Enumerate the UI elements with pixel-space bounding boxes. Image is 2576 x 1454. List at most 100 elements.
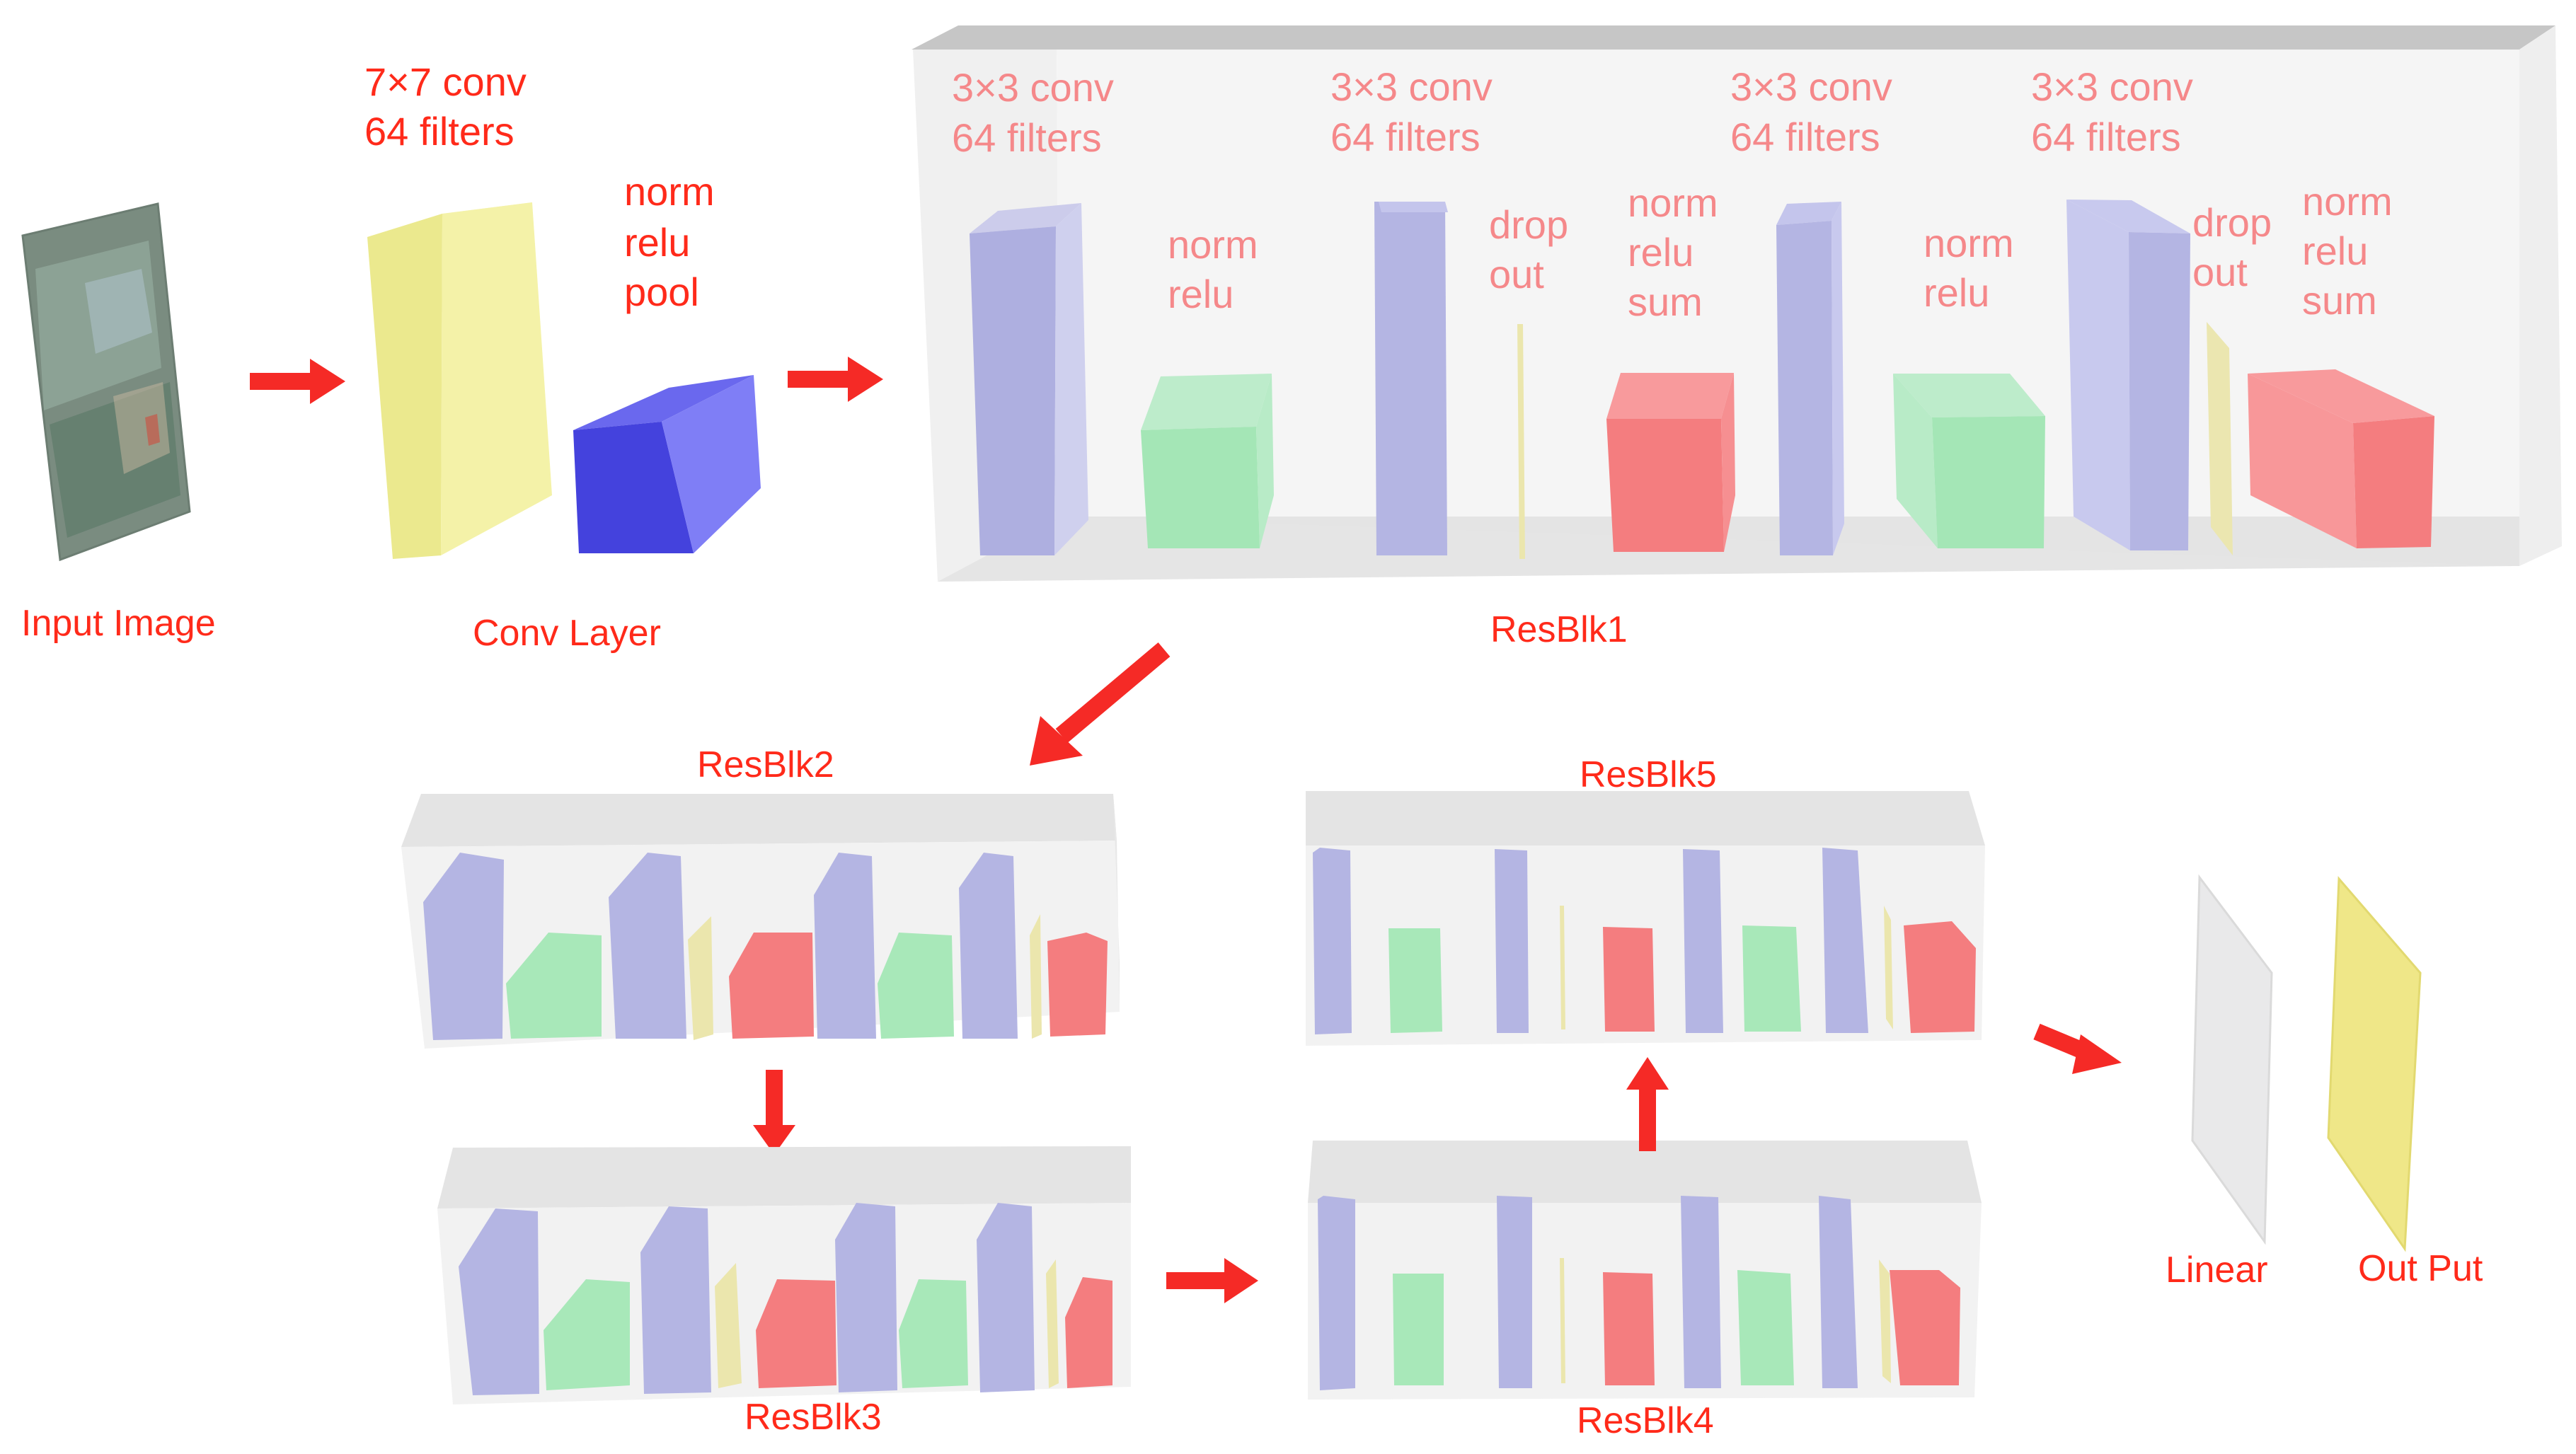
resblk2-layers (423, 853, 1108, 1040)
resblk1-drop2-block (2207, 322, 2233, 555)
resblk3-conv1-block (459, 1208, 539, 1395)
resblk4-conv4-block (1819, 1196, 1858, 1388)
resblk3-conv4-block (977, 1203, 1035, 1392)
resblk2-conv2-block (609, 853, 686, 1039)
resblk2-drop1-block (688, 916, 713, 1040)
resblk2-norm2-block (878, 933, 954, 1039)
resblk1-sum1-label-line1: norm (1628, 180, 1718, 225)
resblk3-sum2-block (1065, 1277, 1112, 1388)
resblk1-conv2-block (1374, 202, 1448, 555)
output-layer (2327, 876, 2422, 1252)
output-label: Out Put (2358, 1248, 2483, 1289)
resblk1-norm1-label-line2: relu (1168, 272, 1234, 316)
resblk1-title: ResBlk1 (1490, 609, 1628, 650)
resblk1-sum2-label-line1: norm (2302, 179, 2393, 224)
resblk3-sum1-block (756, 1279, 836, 1388)
resblk3-drop1-block (715, 1263, 742, 1388)
resblk1-drop2-label-line2: out (2192, 250, 2248, 294)
resblk1-norm2-label-line1: norm (1924, 221, 2014, 265)
resblk1-conv4-label-line2: 64 filters (2031, 115, 2181, 159)
resblk2-drop2-block (1030, 914, 1042, 1039)
resblk1-norm1-label-line1: norm (1168, 222, 1258, 267)
resblk2-sum2-block (1047, 933, 1108, 1037)
resblk4-sum2-block (1890, 1270, 1960, 1385)
resblk1-drop2-label-line1: drop (2192, 200, 2272, 245)
arrow-resblk3-to-resblk4 (1166, 1258, 1258, 1303)
conv-layer-pool-block (573, 375, 761, 553)
resblk1-norm2-label-line2: relu (1924, 270, 1989, 315)
resblk4-sum1-block (1603, 1272, 1655, 1385)
resblk5-drop1-block (1560, 906, 1565, 1029)
conv-layer-op-label-line1: norm (624, 169, 715, 214)
resblk1-conv4-block (2066, 200, 2190, 550)
resblk5-layers (1313, 848, 1976, 1034)
resblk5-conv2-block (1495, 849, 1529, 1033)
resblk2-sum1-block (729, 933, 814, 1039)
resblk4-title: ResBlk4 (1577, 1400, 1714, 1441)
resblk2-conv1-block (423, 853, 504, 1040)
resblk1-conv2-label-line2: 64 filters (1330, 115, 1480, 159)
resblk5-norm2-block (1742, 925, 1801, 1032)
resblk3-layers (459, 1203, 1112, 1395)
arrow-resblk1-to-resblk2 (1030, 642, 1171, 766)
conv-layer-conv-label-line1: 7×7 conv (364, 59, 527, 104)
resblk1-conv3-block (1776, 202, 1844, 555)
resblk3-title: ResBlk3 (744, 1397, 882, 1438)
resblk5-drop2-block (1884, 906, 1893, 1029)
arrow-resblk4-to-resblk5 (1626, 1057, 1669, 1151)
resblk5-sum2-block (1904, 921, 1976, 1033)
resblk1-sum1-block (1606, 373, 1735, 552)
resblk4-conv1-block (1318, 1196, 1355, 1390)
resblk1-conv1-block (970, 203, 1088, 555)
resblk2-conv3-block (814, 853, 876, 1039)
resblk1-drop1-label-line1: drop (1489, 202, 1568, 247)
resblk1-conv1-label-line1: 3×3 conv (952, 65, 1114, 110)
resblk4-norm1-block (1393, 1274, 1444, 1385)
resblk2-norm1-block (506, 933, 602, 1039)
resblk1-norm1-block (1141, 374, 1274, 548)
arrow-resblk2-to-resblk3 (753, 1070, 795, 1155)
resblk5-norm1-block (1388, 928, 1442, 1033)
resblk4-conv2-block (1497, 1196, 1532, 1388)
resblk3-conv3-block (835, 1203, 897, 1392)
resblk1-sum1-label-line3: sum (1628, 279, 1703, 324)
arrow-conv-to-resblk1 (788, 357, 883, 402)
conv-layer-title: Conv Layer (473, 613, 661, 654)
arrow-resblk5-to-linear (2033, 1023, 2122, 1074)
resblk4-layers (1318, 1196, 1960, 1390)
resblk1-conv2-label-line1: 3×3 conv (1330, 64, 1493, 109)
resblk4-drop2-block (1879, 1259, 1891, 1383)
resblk5-conv4-block (1822, 848, 1868, 1033)
conv-layer-conv-block (367, 202, 552, 559)
resblk1-sum2-block (2248, 369, 2434, 548)
resblk5-conv3-block (1683, 849, 1723, 1033)
resblk1-drop1-label-line2: out (1489, 252, 1544, 296)
resblk1-drop1-block (1517, 324, 1525, 559)
resblk1-norm2-block (1893, 374, 2045, 548)
arrow-input-to-conv (250, 359, 345, 404)
input-image-label: Input Image (21, 603, 216, 644)
resblk3-drop2-block (1046, 1259, 1059, 1388)
resblk1-sum2-label-line2: relu (2302, 229, 2368, 273)
input-image (21, 202, 191, 562)
resblk5-sum1-block (1603, 927, 1655, 1032)
resblk4-conv3-block (1681, 1196, 1721, 1388)
resblk3-norm1-block (544, 1279, 630, 1390)
resblk2-conv4-block (959, 853, 1018, 1039)
conv-layer-op-label-line3: pool (624, 270, 699, 314)
resblk1-sum1-label-line2: relu (1628, 230, 1694, 275)
resblk5-title: ResBlk5 (1580, 754, 1717, 795)
linear-label: Linear (2166, 1250, 2268, 1291)
linear-layer (2191, 874, 2273, 1245)
conv-layer-conv-label-line2: 64 filters (364, 109, 514, 154)
resblk1-sum2-label-line3: sum (2302, 278, 2377, 323)
conv-layer-op-label-line2: relu (624, 220, 690, 265)
resblk3-conv2-block (640, 1206, 711, 1394)
resblk1-conv3-label-line2: 64 filters (1730, 115, 1880, 159)
resblk4-drop1-block (1560, 1258, 1565, 1383)
resblk2-title: ResBlk2 (697, 744, 834, 785)
resblk1-conv1-label-line2: 64 filters (952, 115, 1102, 160)
resblk3-norm2-block (899, 1279, 968, 1388)
resblk1-conv4-label-line1: 3×3 conv (2031, 64, 2193, 109)
